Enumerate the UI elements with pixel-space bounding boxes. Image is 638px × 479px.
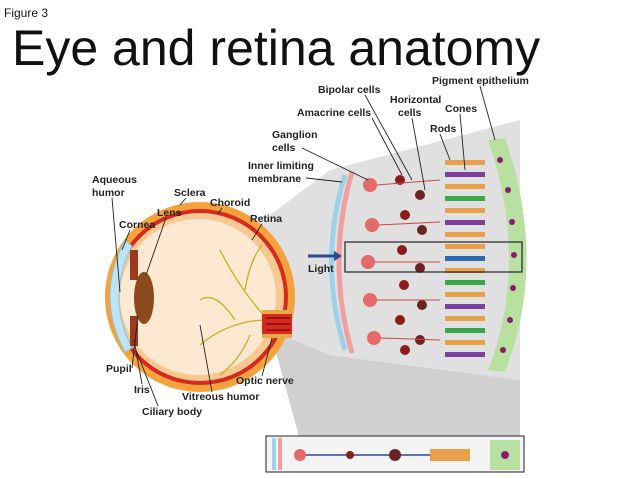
label-aqueous-humor-1: Aqueous xyxy=(92,174,137,186)
inner-limiting-membrane xyxy=(329,174,348,351)
label-pupil: Pupil xyxy=(106,363,132,375)
optic-nerve xyxy=(262,310,292,338)
zoom-wedge-lower xyxy=(270,330,520,440)
label-horizontal-cells-2: cells xyxy=(398,107,422,119)
label-ganglion-cells-2: cells xyxy=(272,142,296,154)
page-title: Eye and retina anatomy xyxy=(12,20,541,76)
highlight-box xyxy=(344,241,523,273)
label-ganglion-cells-1: Ganglion xyxy=(272,129,318,141)
label-bipolar-cells: Bipolar cells xyxy=(318,84,381,96)
label-ciliary-body: Ciliary body xyxy=(142,406,202,418)
retinal-vessels xyxy=(199,244,269,376)
vitreous-humor xyxy=(120,219,276,375)
label-horizontal-cells-1: Horizontal xyxy=(390,94,441,106)
label-cornea: Cornea xyxy=(119,219,155,231)
label-optic-nerve: Optic nerve xyxy=(236,375,294,387)
label-iris: Iris xyxy=(134,384,150,396)
label-aqueous-humor-2: humor xyxy=(92,187,125,199)
label-lens: Lens xyxy=(157,207,182,219)
inset-detail xyxy=(265,435,525,473)
label-rods: Rods xyxy=(430,123,456,135)
label-pigment-epithelium: Pigment epithelium xyxy=(432,75,529,87)
retina-section xyxy=(329,138,527,372)
pigment-epithelium xyxy=(488,138,527,372)
label-choroid: Choroid xyxy=(210,197,250,209)
cell-connections xyxy=(375,179,441,341)
label-inner-limiting-membrane-2: membrane xyxy=(248,173,301,185)
bipolar-cells xyxy=(395,175,427,355)
cornea xyxy=(109,239,133,353)
label-retina: Retina xyxy=(250,213,282,225)
label-sclera: Sclera xyxy=(174,187,206,199)
iris xyxy=(130,250,138,280)
pigment-nuclei xyxy=(497,157,517,353)
ganglion-cells xyxy=(361,178,381,345)
label-light: Light xyxy=(308,263,334,275)
light-arrow xyxy=(308,251,342,261)
label-vitreous-humor: Vitreous humor xyxy=(182,391,259,403)
eyeball xyxy=(105,202,295,392)
label-amacrine-cells: Amacrine cells xyxy=(297,107,371,119)
photoreceptors xyxy=(445,160,485,357)
label-inner-limiting-membrane-1: Inner limiting xyxy=(248,160,314,172)
figure-label: Figure 3 xyxy=(4,6,49,20)
label-cones: Cones xyxy=(445,103,477,115)
iris-lower xyxy=(130,316,138,346)
lens xyxy=(134,272,154,324)
